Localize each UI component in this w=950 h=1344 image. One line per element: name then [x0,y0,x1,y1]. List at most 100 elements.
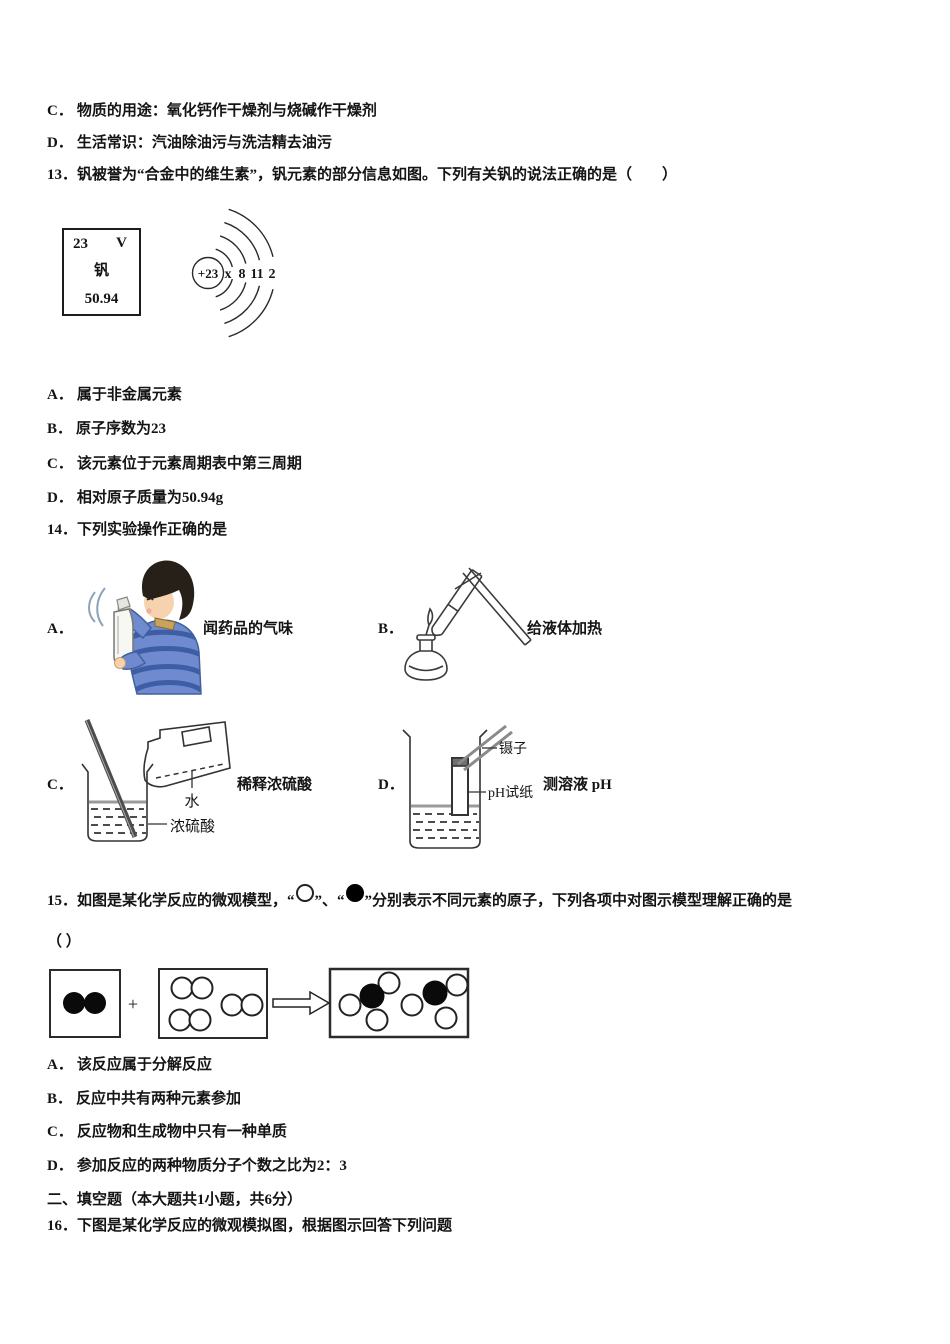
liquid-dashes [413,813,479,839]
option-letter: D． [47,1158,73,1174]
reaction-arrow [272,990,331,1016]
option-text: 反应中共有两种元素参加 [76,1091,242,1107]
option-text: 该反应属于分解反应 [76,1057,212,1073]
atom-structure-diagram: +23 x 8 11 2 [191,208,276,338]
option-text: 反应物和生成物中只有一种单质 [76,1124,287,1140]
option-letter: A． [47,387,73,403]
option-text: 原子序数为23 [76,421,167,437]
tweezers-label: 镊子 [499,741,527,757]
q14-option-d-caption: 测溶液 pH [543,777,612,793]
acid-label: 浓硫酸 [170,818,215,835]
shell-2-electrons: 8 [239,267,246,282]
option-letter: D． [47,490,73,506]
tube-holder-stick [468,567,532,641]
element-name: 钒 [93,263,109,279]
beaker [81,763,154,842]
q12-option-c: C．物质的用途：氧化钙作干燥剂与烧碱作干燥剂 [47,102,377,121]
nucleus-circle [191,256,225,290]
q15-option-c: C．反应物和生成物中只有一种单质 [47,1123,287,1142]
ph-paper-label: pH试纸 [488,785,533,801]
boy-hair [141,560,195,620]
q15-option-b: B．反应中共有两种元素参加 [47,1090,241,1109]
bottle-liquid-dashes [155,763,225,779]
q13-option-b: B．原子序数为23 [47,420,166,439]
q15-option-a: A．该反应属于分解反应 [47,1056,212,1075]
water-label: 水 [184,793,199,810]
option-letter: B． [47,1091,73,1107]
tube-liquid-level [447,603,459,612]
q14-option-a-letter: A． [47,621,73,637]
option-letter: C． [47,456,73,472]
reaction-model-diagram: + [49,967,470,1039]
stem-text: ”、“ [314,893,345,909]
option-letter: C． [47,103,73,119]
q13-option-c: C．该元素位于元素周期表中第三周期 [47,455,302,474]
shell-4-electrons: 2 [269,267,276,282]
shell-1-electrons: x [225,267,232,282]
lamp-wick [425,624,430,636]
option-text: 生活常识：汽油除油污与洗洁精去油污 [76,135,332,151]
section-2-heading: 二、填空题（本大题共1小题，共6分） [47,1192,303,1208]
option-letter: B． [47,421,73,437]
plus-sign: + [128,994,138,1014]
element-periodic-cell: 23 V 钒 50.94 [62,228,141,316]
smell-illustration [88,560,202,695]
boy-lower-arm [119,651,147,670]
waft-line [96,587,106,627]
black-molecule [63,992,106,1014]
option-letter: C． [47,1124,73,1140]
nucleus-charge: +23 [198,266,219,281]
waft-line [88,591,96,623]
option-text: 参加反应的两种物质分子个数之比为2：3 [76,1158,347,1174]
option-text: 物质的用途：氧化钙作干燥剂与烧碱作干燥剂 [76,103,377,119]
q15-stem: 15．如图是某化学反应的微观模型，“ ”、“ ”分别表示不同元素的原子，下列各项中对… [47,884,792,911]
black-atom-icon [345,884,364,902]
q14-option-b-caption: 给液体加热 [527,621,603,637]
bottle-label [181,726,212,747]
q14-option-d-letter: D． [378,777,404,793]
q15-option-d: D．参加反应的两种物质分子个数之比为2：3 [47,1157,347,1176]
tube-holder-stick [462,572,526,646]
element-symbol: V [116,235,127,251]
boy-holding-hand [114,657,126,669]
beaker [402,729,488,849]
boy-blush [146,608,152,614]
heat-liquid-illustration [404,567,532,681]
dilute-acid-illustration: 水 浓硫酸 [81,719,231,842]
option-letter: D． [47,135,73,151]
holder-clamp [454,572,482,590]
boy-eye [146,597,154,601]
lamp-flame [427,607,434,627]
lamp-fuel-line [408,665,444,672]
option-text: 该元素位于元素周期表中第三周期 [76,456,302,472]
white-molecules [168,976,264,1032]
bottle-stopper [116,596,131,611]
tweezers [457,724,507,766]
test-tube [431,569,473,629]
ph-test-illustration: 镊子 pH试纸 [402,724,533,849]
q13-option-d: D．相对原子质量为50.94g [47,489,223,508]
reactant-box-1 [49,969,121,1038]
glass-rod [84,719,138,838]
atomic-number: 23 [73,236,88,252]
boy-collar [154,617,176,631]
stem-text: 15．如图是某化学反应的微观模型，“ [47,893,295,909]
q13-stem: 13．钒被誉为“合金中的维生素”，钒元素的部分信息如图。下列有关钒的说法正确的是… [47,167,678,183]
reactant-box-2 [158,968,268,1039]
q14-option-b-letter: B． [378,621,404,637]
q14-option-c-caption: 稀释浓硫酸 [237,777,313,793]
option-text: 相对原子质量为50.94g [76,490,224,506]
stem-text: ”分别表示不同元素的原子，下列各项中对图示模型理解正确的是 [364,893,793,909]
product-molecule-1 [338,971,401,1032]
option-text: 属于非金属元素 [76,387,182,403]
q14-option-c-letter: C． [47,777,73,793]
relative-atomic-mass: 50.94 [84,291,119,307]
product-molecule-2 [400,973,469,1030]
q14-option-a-caption: 闻药品的气味 [203,621,294,637]
alcohol-lamp-base [404,650,448,681]
white-atom-icon [295,884,314,902]
option-letter: A． [47,1057,73,1073]
q12-option-d: D．生活常识：汽油除油污与洗洁精去油污 [47,134,332,153]
shell-3-electrons: 11 [250,267,263,282]
